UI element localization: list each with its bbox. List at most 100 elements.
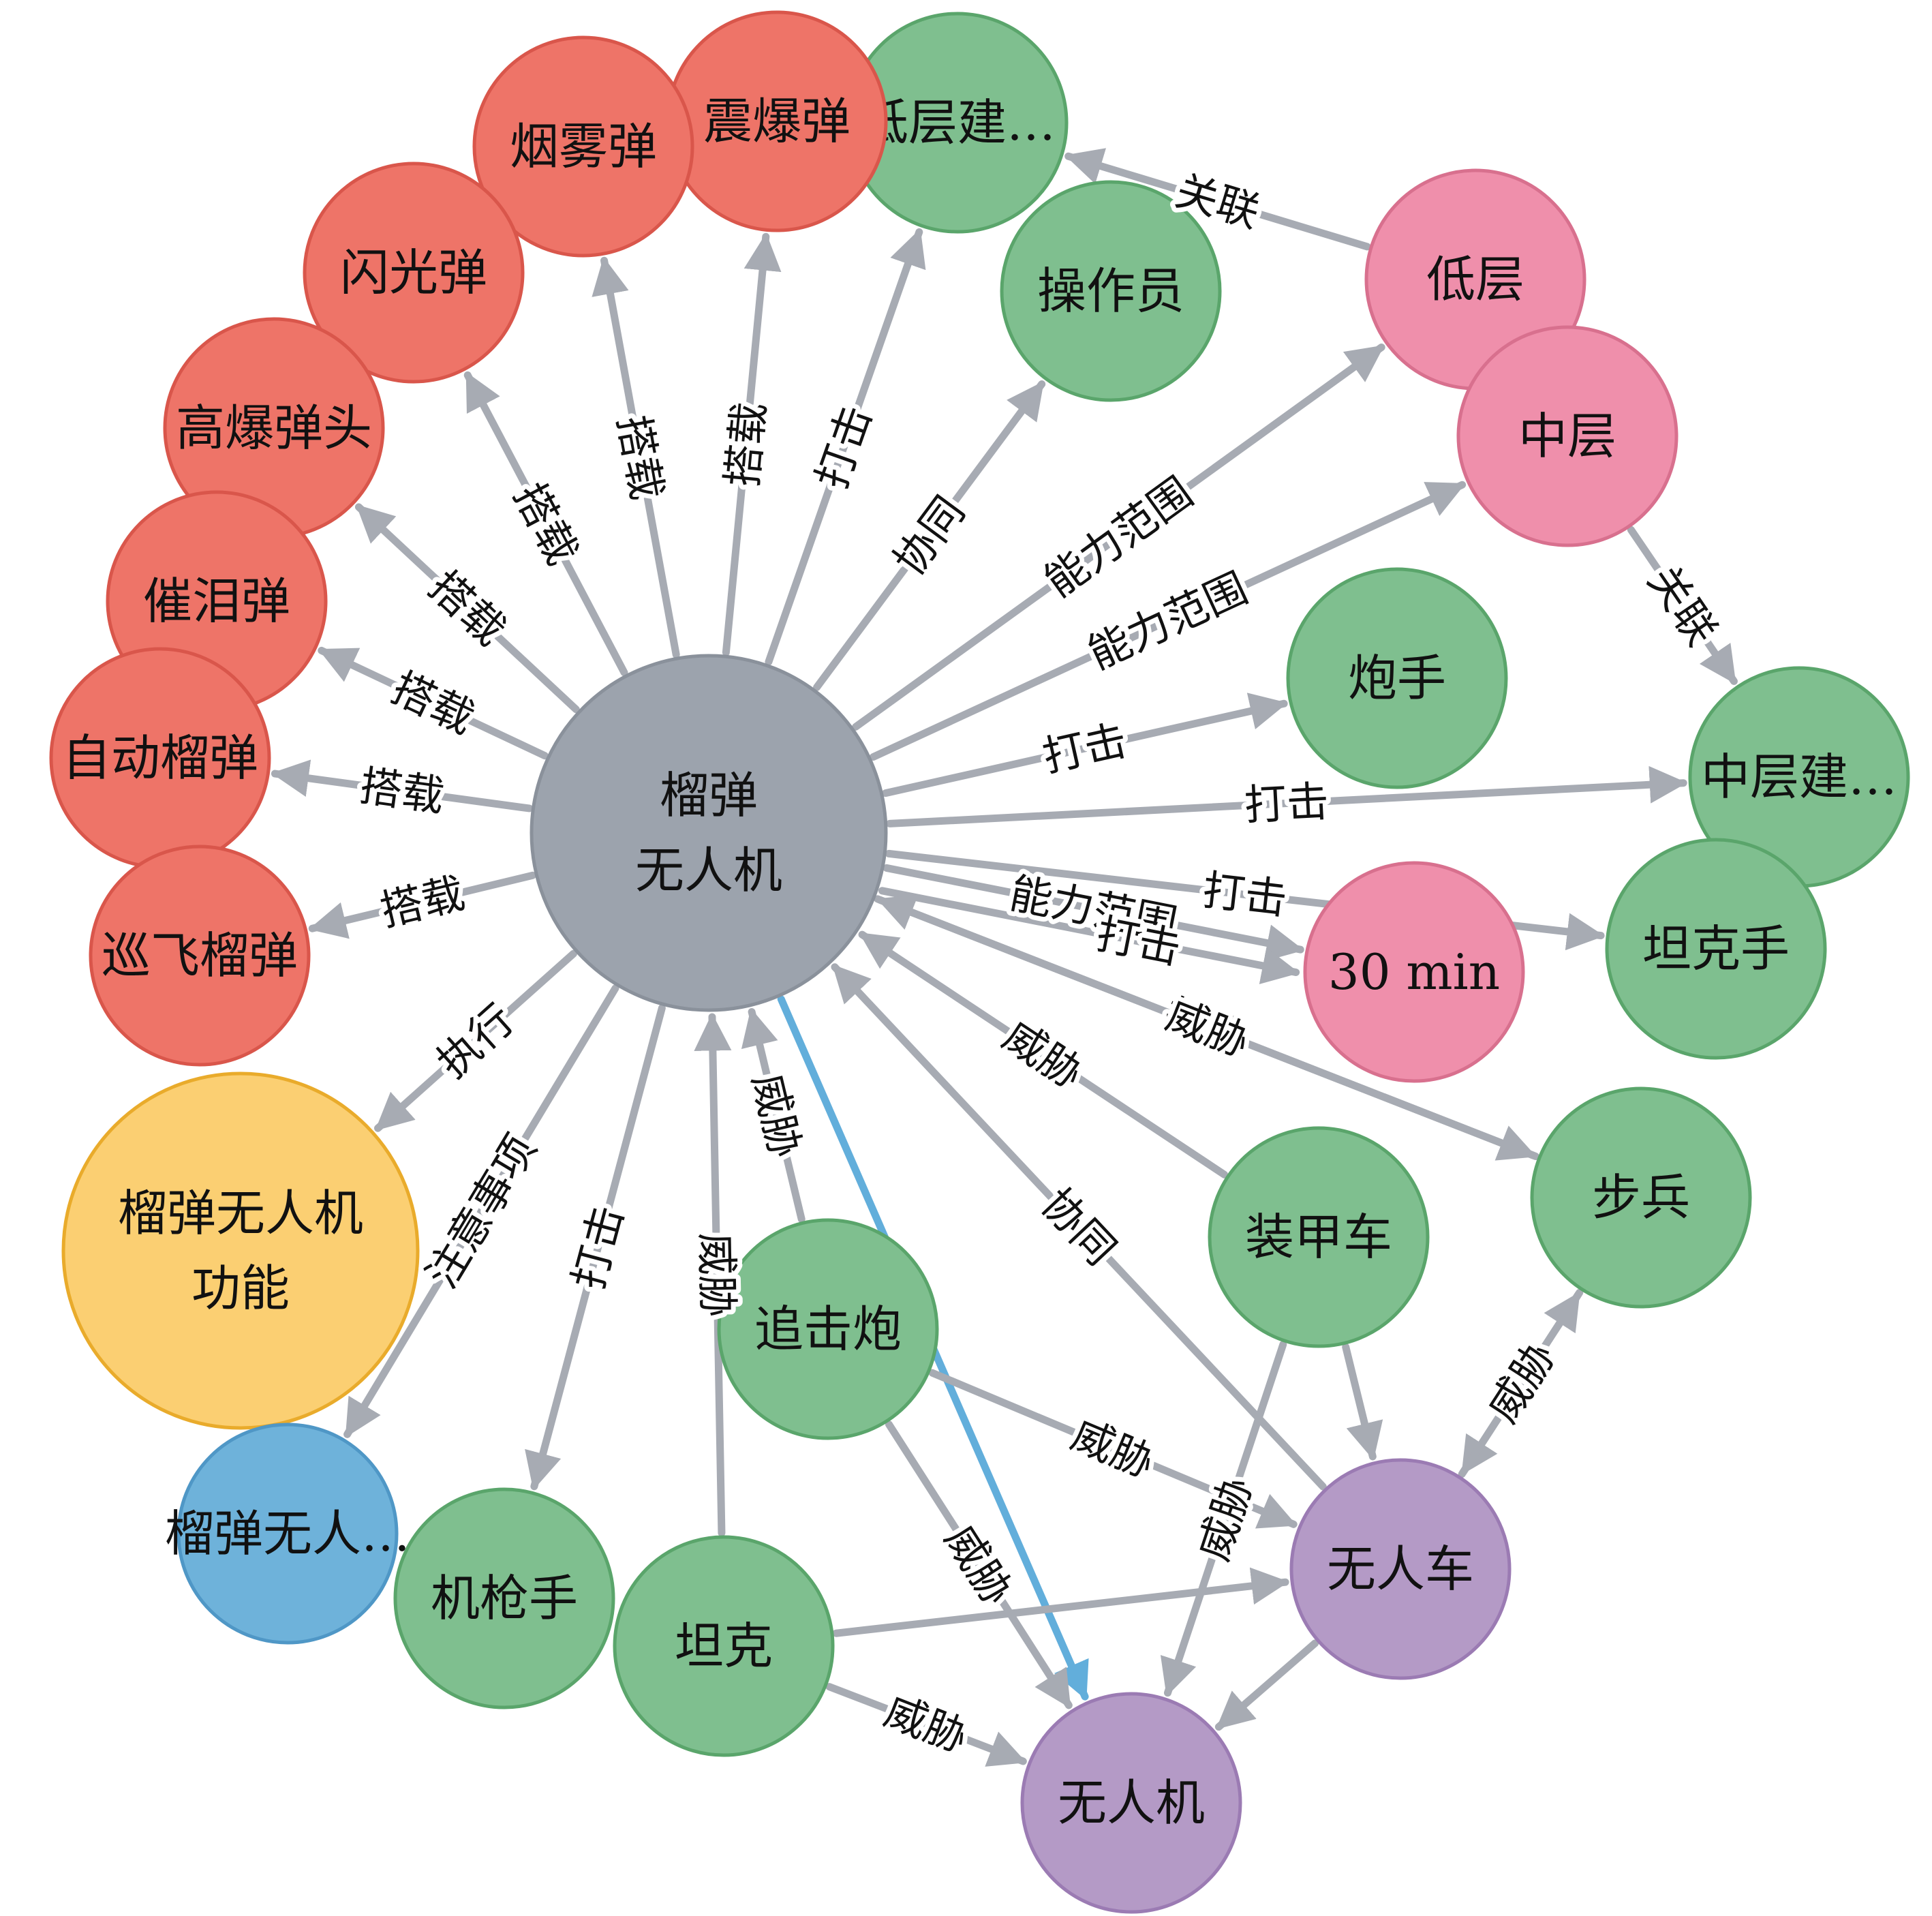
node-mg-circle[interactable] (393, 1487, 615, 1709)
edge-center-to-smoke (592, 256, 680, 658)
edge-center-to-loiter (308, 871, 536, 939)
node-gunner[interactable]: 炮手 (1286, 567, 1508, 789)
node-loiter[interactable]: 巡飞榴弹 (89, 845, 311, 1067)
edge-center-to-operator (813, 380, 1046, 691)
node-uav-circle[interactable] (1020, 1692, 1242, 1914)
edge-label-center-to-midbuild: 打击 (1243, 776, 1330, 830)
node-operator-circle[interactable] (1000, 180, 1222, 402)
node-tankman-circle[interactable] (1605, 838, 1827, 1060)
edge-center-to-tear (318, 646, 549, 760)
node-operator-label: 操作员 (1037, 262, 1184, 320)
node-t30-label: 30 min (1328, 943, 1500, 1001)
edge-center-to-shock (722, 232, 782, 656)
edge-tank-to-center (694, 1013, 732, 1537)
edge-mortar-to-uav (885, 1420, 1073, 1709)
node-loiter-circle[interactable] (89, 845, 311, 1067)
node-ugv[interactable]: 无人车 (1289, 1458, 1512, 1680)
node-smoke-label: 烟雾弹 (510, 118, 657, 175)
node-tank[interactable]: 坦克 (613, 1535, 835, 1757)
node-tank-circle[interactable] (613, 1535, 835, 1757)
node-center-label: 无人机 (635, 842, 782, 899)
edge-apc-to-uav (1160, 1341, 1287, 1697)
edge-center-to-flash (463, 371, 628, 677)
node-flash-circle[interactable] (303, 162, 525, 384)
node-flash-label: 闪光弹 (340, 244, 487, 301)
edge-infantry-to-center (876, 894, 1539, 1161)
edge-label-infantry-to-center: 威胁 (1159, 990, 1256, 1067)
node-mid[interactable]: 中层 (1456, 325, 1678, 547)
edge-label-mortar-to-center: 威胁 (743, 1069, 811, 1163)
node-auto[interactable]: 自动榴弹 (49, 647, 271, 869)
node-smoke[interactable]: 烟雾弹 (472, 35, 694, 258)
edge-center-to-mg (525, 1004, 666, 1491)
node-smoke-circle[interactable] (472, 35, 694, 258)
edge-label-center-to-tear: 搭载 (384, 663, 482, 744)
node-mortar[interactable]: 追击炮 (717, 1218, 939, 1440)
edge-center-to-mid (869, 481, 1467, 761)
edge-label-center-to-flash: 搭载 (504, 475, 587, 573)
node-apc-circle[interactable] (1208, 1126, 1430, 1348)
node-low-label: 低层 (1426, 251, 1524, 308)
node-tear-label: 催泪弹 (143, 573, 290, 630)
node-t30-circle[interactable] (1303, 861, 1525, 1083)
node-apc[interactable]: 装甲车 (1208, 1126, 1430, 1348)
edge-mid-to-midbuild (1627, 526, 1738, 685)
node-operator[interactable]: 操作员 (1000, 180, 1222, 402)
node-uav-label: 无人机 (1058, 1774, 1205, 1831)
node-mg[interactable]: 机枪手 (393, 1487, 615, 1709)
edge-apc-to-ugv (1342, 1343, 1383, 1461)
edge-label-center-to-smoke: 搭载 (608, 412, 672, 504)
edge-tank-to-uav (825, 1683, 1027, 1767)
node-center-circle[interactable] (530, 654, 888, 1012)
edge-center-to-func (373, 949, 578, 1132)
node-uav[interactable]: 无人机 (1020, 1692, 1242, 1914)
edge-label-center-to-operator: 协同 (884, 487, 975, 584)
node-func-circle[interactable] (61, 1071, 420, 1430)
edge-label-center-to-auto: 搭载 (357, 761, 448, 821)
edge-label-mid-to-midbuild: 关联 (1638, 557, 1727, 655)
node-mid-circle[interactable] (1456, 325, 1678, 547)
edge-center-to-gunner (882, 693, 1288, 797)
node-mg-label: 机枪手 (431, 1570, 578, 1627)
edge-center-to-auto (271, 759, 533, 812)
edge-ugv-to-infantry (1458, 1291, 1582, 1478)
node-t30[interactable]: 30 min (1303, 861, 1525, 1083)
node-infantry-label: 步兵 (1592, 1169, 1690, 1226)
node-mortar-label: 追击炮 (754, 1301, 902, 1358)
node-tankman[interactable]: 坦克手 (1605, 838, 1827, 1060)
edge-center-to-note (343, 984, 619, 1438)
edge-label-infantry-to-ugv: 威胁 (1477, 1333, 1565, 1431)
node-infantry-circle[interactable] (1530, 1086, 1752, 1309)
node-shock[interactable]: 震爆弹 (666, 10, 888, 232)
nodes-layer: 榴弹无人机 低层建…震爆弹烟雾弹闪光弹高爆弹头催泪弹自动榴弹巡飞榴弹榴弹无人机功能… (49, 10, 1910, 1914)
edge-tank-to-ugv (832, 1567, 1289, 1637)
node-he[interactable]: 高爆弹头 (163, 317, 385, 539)
edge-label-tank-to-uav: 威胁 (878, 1686, 975, 1763)
node-midbuild[interactable]: 中层建… (1688, 666, 1910, 888)
node-note-label: 榴弹无人… (165, 1505, 410, 1562)
edge-label-center-to-shock: 搭载 (717, 400, 774, 489)
edge-center-to-t30 (878, 887, 1300, 984)
node-func-label: 功能 (191, 1260, 290, 1317)
edge-center-to-low (852, 343, 1385, 731)
edge-label-apc-to-center: 威胁 (994, 1011, 1092, 1099)
node-tank-label: 坦克 (675, 1617, 773, 1675)
edge-mortar-to-center (741, 1008, 806, 1223)
edge-center-to-t30 (883, 864, 1304, 962)
node-infantry[interactable]: 步兵 (1530, 1086, 1752, 1309)
edge-label-center-to-mg: 打击 (563, 1200, 633, 1295)
node-flash[interactable]: 闪光弹 (303, 162, 525, 384)
edge-label-center-to-gunner: 打击 (1038, 715, 1131, 782)
node-note[interactable]: 榴弹无人… (165, 1423, 410, 1645)
node-mortar-circle[interactable] (717, 1218, 939, 1440)
node-note-circle[interactable] (177, 1423, 399, 1645)
node-lowbuild-label: 低层建… (859, 94, 1056, 151)
node-center[interactable]: 榴弹无人机 (530, 654, 888, 1012)
edge-label-tank-to-center: 威胁 (691, 1232, 742, 1318)
node-gunner-circle[interactable] (1286, 567, 1508, 789)
node-tankman-label: 坦克手 (1642, 920, 1790, 977)
edge-center-to-lowbuild (765, 228, 926, 666)
node-ugv-circle[interactable] (1289, 1458, 1512, 1680)
edge-label-center-to-mid: 能力范围 (1081, 563, 1255, 679)
